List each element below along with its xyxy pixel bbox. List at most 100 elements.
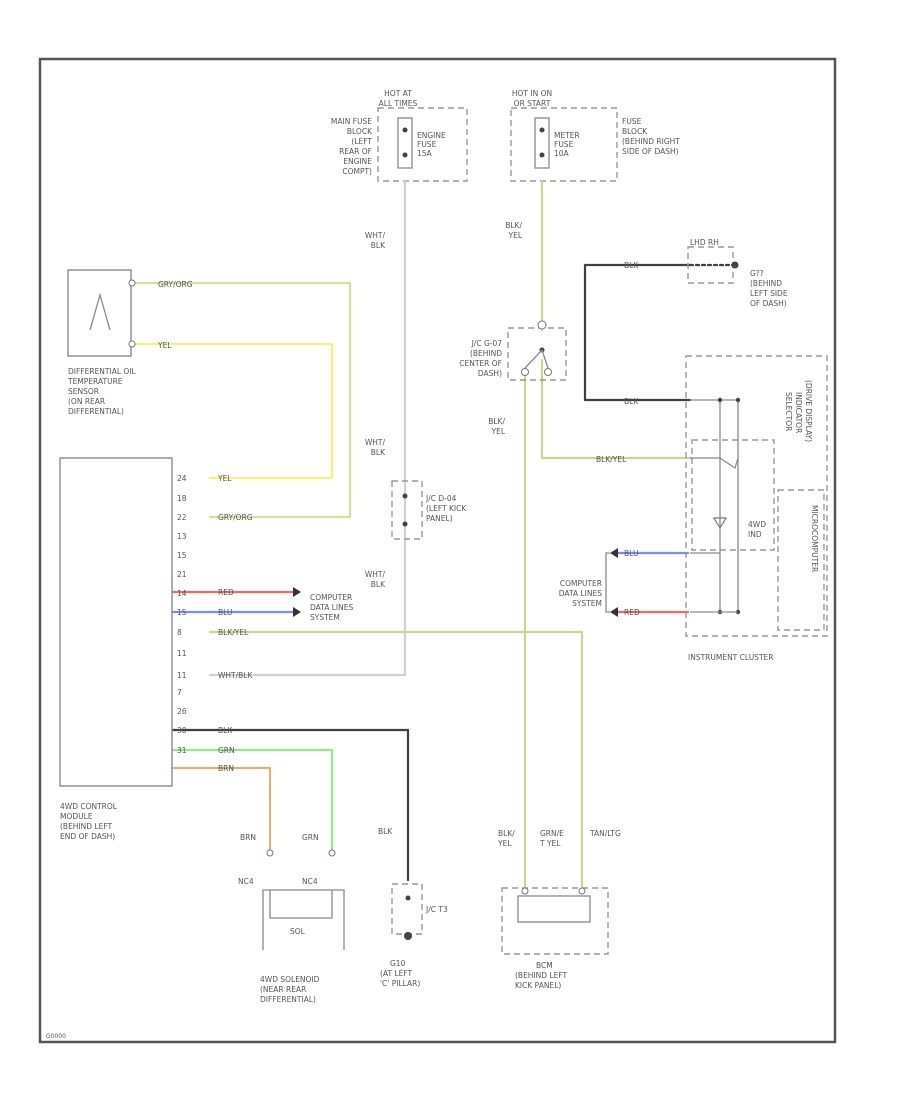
diagram-frame <box>38 57 837 1044</box>
microcomputer-box <box>777 489 825 631</box>
4wd-ind-led <box>712 517 728 530</box>
main-fuse-block: HOT AT ALL TIMES ENGINE FUSE 15A MAIN FU… <box>331 89 468 182</box>
solenoid-pin-grn <box>328 849 336 857</box>
engine-fuse-label-2: FUSE <box>417 140 437 149</box>
junction-g07: J/C G-07 (BEHIND CENTER OF DASH) <box>459 320 567 381</box>
selector-label-2: INDICATOR <box>794 392 803 433</box>
cluster-switch <box>719 457 739 470</box>
sensor-pin-1 <box>128 279 136 287</box>
label-gry-org-module: GRY/ORG <box>218 513 253 522</box>
computer-data-left-2: DATA LINES <box>310 603 353 612</box>
wire-blk-ground-dash <box>583 263 692 402</box>
sensor-caption-1: DIFFERENTIAL OIL <box>68 367 137 376</box>
pin-15a: 15 <box>177 551 187 560</box>
label-grn-solenoid: GRN <box>302 833 319 842</box>
solenoid-inner-label: SOL <box>290 927 306 936</box>
g-dash-label-2: (BEHIND <box>750 279 782 288</box>
solenoid-caption-2: (NEAR REAR <box>260 985 306 994</box>
wire-yel <box>134 342 334 480</box>
g10-label-2: (AT LEFT <box>380 969 413 978</box>
label-blu-cluster: BLU <box>624 549 638 558</box>
sensor-pin-2 <box>128 340 136 348</box>
main-fuse-block-label-6: COMPT) <box>342 167 372 176</box>
selector-label-3: (DRIVE DISPLAY) <box>804 380 813 442</box>
fuse-block-label: FUSE <box>622 117 642 126</box>
solenoid-coil <box>269 890 333 919</box>
jc-g07-right-pin <box>544 368 552 376</box>
bcm-wire-3: TAN/LTG <box>589 829 621 838</box>
ground-lhd-label: LHD RH <box>690 238 719 247</box>
label-blk-yel-cluster: BLK/YEL <box>596 455 627 464</box>
solenoid-pin-b-label: NC4 <box>302 877 318 886</box>
label-blk-jct: BLK <box>378 827 393 836</box>
main-fuse-block-label-4: REAR OF <box>339 147 372 156</box>
main-fuse-box <box>377 107 468 182</box>
main-fuse-block-label-3: (LEFT <box>351 137 372 146</box>
solenoid-pin-a-label: NC4 <box>238 877 254 886</box>
jc-g07-bus-a <box>524 349 543 369</box>
jc-g07-bus-b <box>541 349 549 369</box>
wht-blk-label-1b: BLK <box>371 241 386 250</box>
computer-data-right-3: SYSTEM <box>572 599 602 608</box>
solenoid-caption-1: 4WD SOLENOID <box>260 975 320 984</box>
module-pin-labels: 24 18 22 13 15 21 14 15 8 11 11 7 26 30 … <box>177 474 187 755</box>
pin-11b: 11 <box>177 671 187 680</box>
wire-grn <box>170 748 334 852</box>
arrow-blu-data <box>293 607 301 617</box>
main-fuse-block-label-5: ENGINE <box>343 157 372 166</box>
wht-blk-label-1: WHT/ <box>365 231 386 240</box>
meter-fuse-symbol <box>534 117 550 169</box>
pin-26a: 26 <box>177 707 187 716</box>
pin-14: 14 <box>177 589 187 598</box>
g10-label: G10 <box>390 959 406 968</box>
wht-blk-label-3: WHT/ <box>365 570 386 579</box>
arrow-red-cluster <box>610 607 618 617</box>
wht-blk-label-3b: BLK <box>371 580 386 589</box>
bcm: BLK/ YEL GRN/E T YEL TAN/LTG BCM (BEHIND… <box>497 829 621 990</box>
data-lines-bracket <box>605 552 610 613</box>
selector-indicator-box <box>691 439 775 551</box>
label-blk-yel-module: BLK/YEL <box>218 628 249 637</box>
wht-blk-label-2: WHT/ <box>365 438 386 447</box>
fuse-block-label-2: BLOCK <box>622 127 648 136</box>
engine-fuse-symbol <box>397 117 413 169</box>
jc-d04-box <box>391 480 423 540</box>
pin-8: 8 <box>177 628 182 637</box>
instrument-cluster: 4WD IND SELECTOR INDICATOR (DRIVE DISPLA… <box>685 355 828 662</box>
pin-21: 21 <box>177 570 187 579</box>
pin-26: 30 <box>177 726 187 735</box>
ground-dash: LHD RH BLK G?? (BEHIND LEFT SIDE OF DASH… <box>624 238 788 308</box>
diagram-code: G0000 <box>46 1033 66 1040</box>
module-caption-2: MODULE <box>60 812 93 821</box>
jc-g07-label-2: (BEHIND <box>470 349 502 358</box>
pin-11a: 11 <box>177 649 187 658</box>
blk-yel-label-2b: YEL <box>491 427 506 436</box>
pin-24: 24 <box>177 474 187 483</box>
arrow-blu-cluster <box>610 548 618 558</box>
module-caption-3: (BEHIND LEFT <box>60 822 113 831</box>
computer-data-right-2: DATA LINES <box>559 589 602 598</box>
label-blk-cluster: BLK <box>624 397 639 406</box>
label-brn-module: BRN <box>218 764 234 773</box>
main-fuse-block-label-2: BLOCK <box>347 127 373 136</box>
pin-13: 13 <box>177 532 187 541</box>
jc-g07-top-pin <box>537 320 547 330</box>
jc-g07-label: J/C G-07 <box>471 339 503 348</box>
bcm-pin-1 <box>521 887 529 895</box>
arrow-red-data <box>293 587 301 597</box>
bcm-wire-1b: YEL <box>497 839 512 848</box>
bcm-inner <box>517 895 591 923</box>
module-caption-4: END OF DASH) <box>60 832 115 841</box>
solenoid-housing <box>262 889 345 950</box>
bcm-wire-2b: T YEL <box>539 839 561 848</box>
fuse-block-label-4: SIDE OF DASH) <box>622 147 679 156</box>
selector-label-1: SELECTOR <box>784 392 793 431</box>
wire-brn <box>170 766 272 852</box>
bcm-caption-1: BCM <box>536 961 553 970</box>
jc-t3-label: J/C T3 <box>425 905 448 914</box>
pin-15b: 15 <box>177 608 187 617</box>
computer-data-right-1: COMPUTER <box>560 579 602 588</box>
label-wht-blk-module: WHT/BLK <box>218 671 253 680</box>
sensor-symbol <box>89 292 111 331</box>
